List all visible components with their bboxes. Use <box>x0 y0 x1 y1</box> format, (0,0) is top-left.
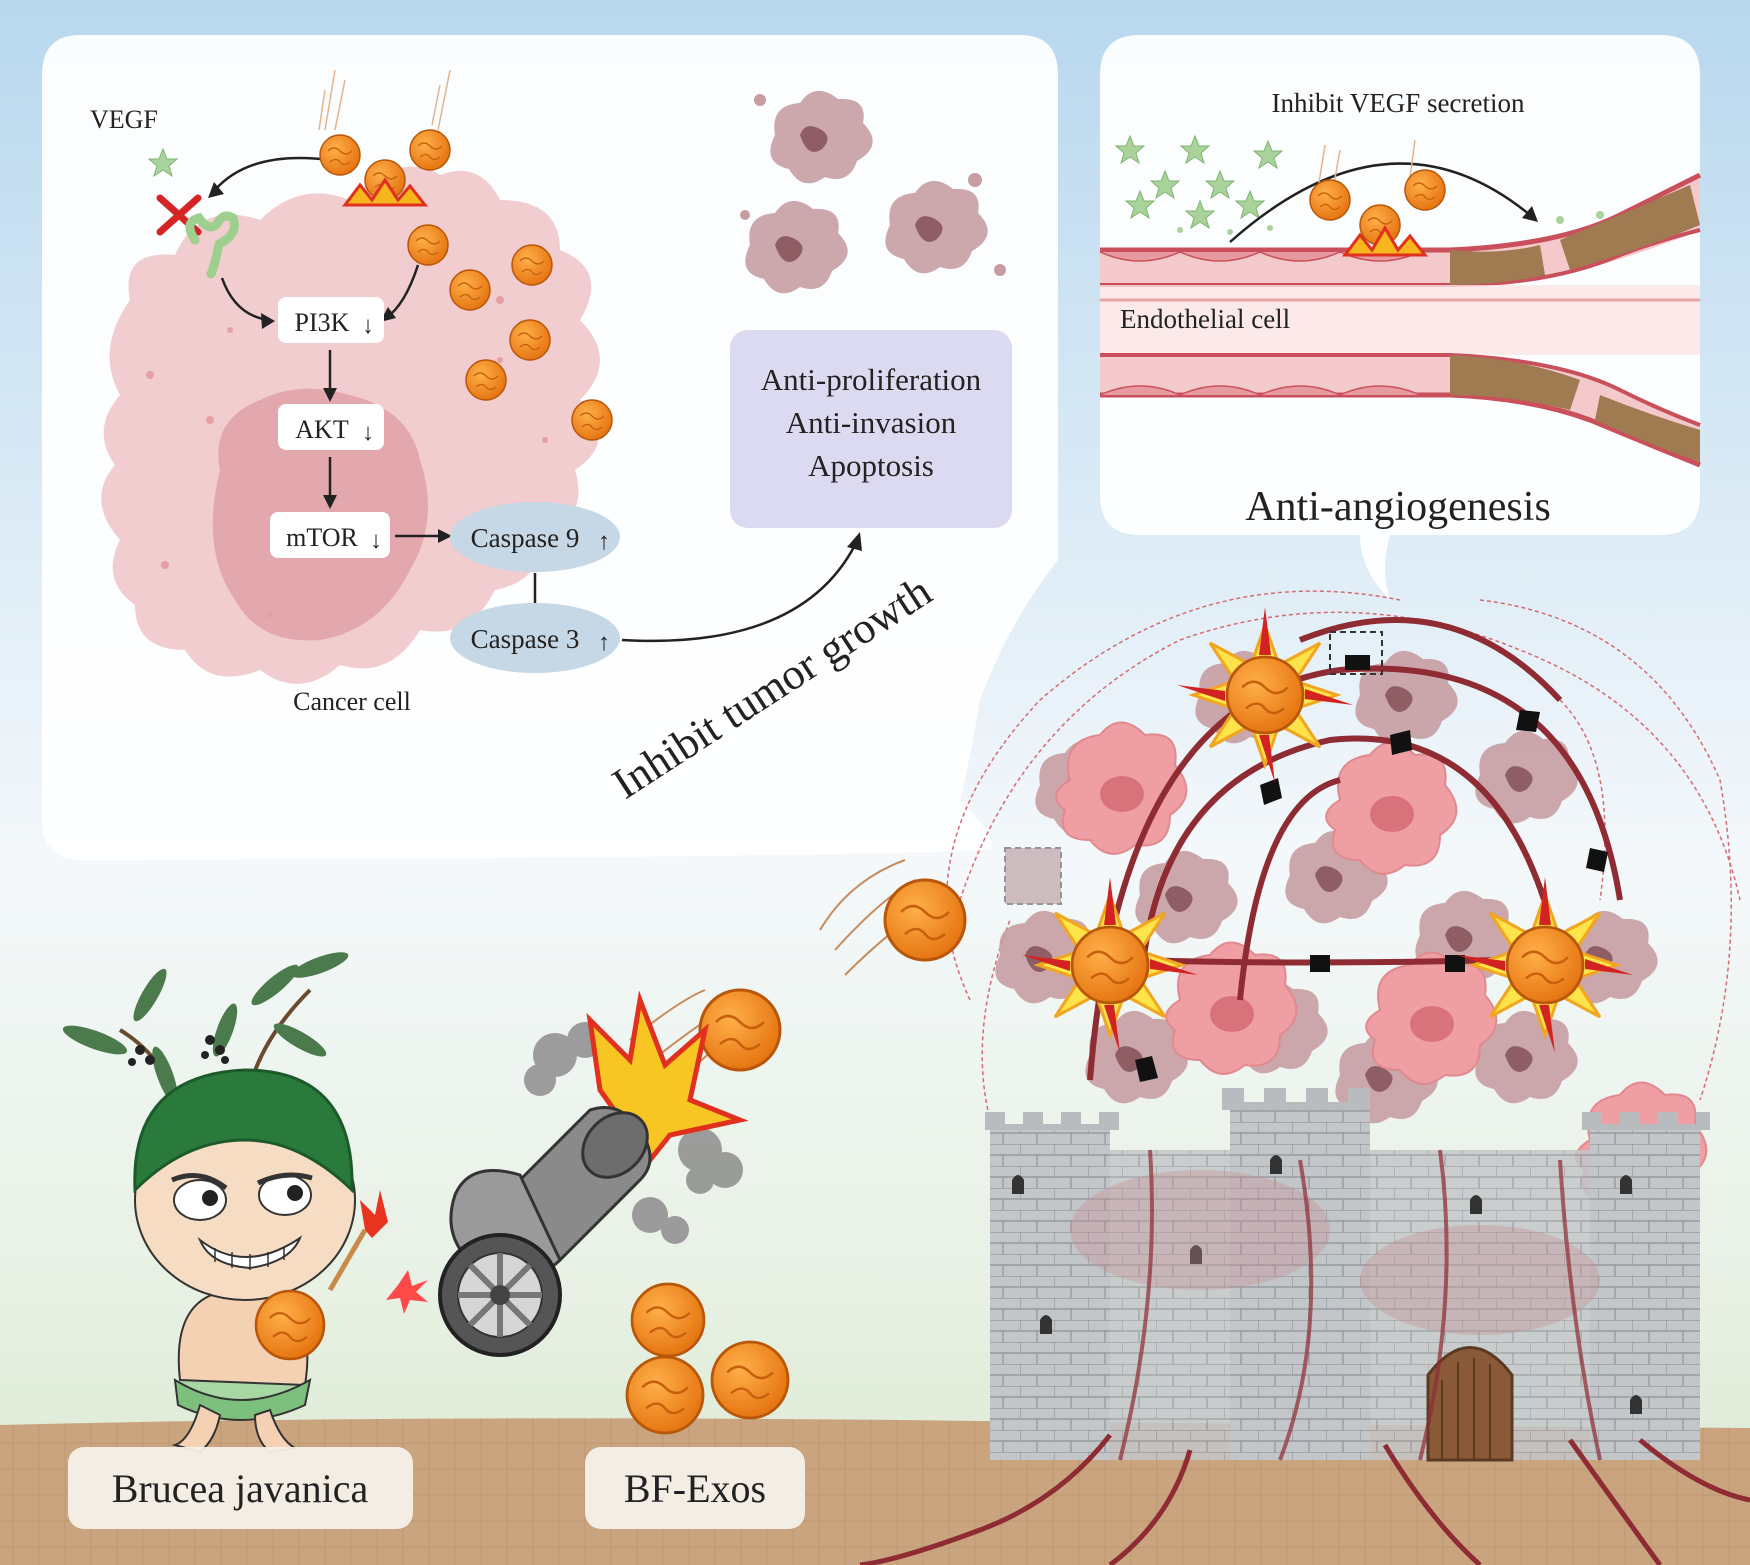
brucea-javanica-label: Brucea javanica <box>112 1466 369 1511</box>
helmet <box>133 1068 354 1194</box>
castle-icon <box>985 1088 1710 1462</box>
vessel-clots <box>1135 655 1608 1082</box>
endothelial-cell-label: Endothelial cell <box>1120 304 1290 334</box>
exosome-icon <box>319 134 361 176</box>
cancer-cell-label: Cancer cell <box>293 687 411 716</box>
cannon-icon <box>386 990 749 1357</box>
vegf-label: VEGF <box>90 105 158 134</box>
vessel-exosomes <box>1309 139 1446 257</box>
character-icon <box>62 952 388 1454</box>
tumor-vessels <box>1087 617 1623 1081</box>
left-panel: VEGF <box>42 35 1058 860</box>
caspase3-label: Caspase 3 <box>471 624 580 654</box>
outcome-anti-proliferation: Anti-proliferation <box>761 362 982 397</box>
plant-label-box: Brucea javanica <box>68 1447 413 1529</box>
outcome-box: Anti-proliferation Anti-invasion Apoptos… <box>730 330 1012 528</box>
receptor-icon <box>185 211 239 279</box>
akt-node: AKT ↓ <box>278 404 384 450</box>
akt-label: AKT <box>295 415 349 444</box>
falling-exosomes <box>318 69 451 207</box>
akt-down-arrow: ↓ <box>362 420 374 446</box>
arrow-vegf-arch <box>1229 162 1531 243</box>
pi3k-down-arrow: ↓ <box>362 313 374 339</box>
caspase3-node: Caspase 3 ↑ <box>450 603 620 673</box>
outcome-apoptosis: Apoptosis <box>808 448 934 483</box>
caspase3-up-arrow: ↑ <box>598 630 610 656</box>
dying-tumor-cluster <box>740 90 1006 294</box>
pi3k-label: PI3K <box>295 308 350 337</box>
cell-speckles <box>146 296 548 618</box>
dashed-box-tumor <box>1004 847 1062 905</box>
bf-exos-label: BF-Exos <box>624 1466 766 1511</box>
dashed-box-vessel <box>1329 631 1383 675</box>
vegf-stars <box>1115 135 1604 235</box>
tumor-castle <box>859 590 1750 1565</box>
blood-vessel <box>1099 172 1702 468</box>
outcome-anti-invasion: Anti-invasion <box>786 405 957 440</box>
caspase9-label: Caspase 9 <box>471 523 580 553</box>
arrow-to-outcomes <box>621 544 857 643</box>
arrow-exo-to-vegf <box>214 156 331 191</box>
caspase9-node: Caspase 9 ↑ <box>450 502 620 572</box>
pi3k-node: PI3K ↓ <box>278 297 384 343</box>
explosion-icon <box>342 177 429 207</box>
fuse-spark-icon <box>386 1270 428 1314</box>
exosome-label-box: BF-Exos <box>585 1447 805 1529</box>
caspase9-up-arrow: ↑ <box>598 529 610 555</box>
right-panel: Inhibit VEGF secretion <box>1099 35 1702 600</box>
anti-angiogenesis-title: Anti-angiogenesis <box>1245 484 1551 530</box>
mtor-node: mTOR ↓ <box>270 512 390 558</box>
mtor-label: mTOR <box>286 523 358 552</box>
mtor-down-arrow: ↓ <box>370 528 382 554</box>
exosome-icon <box>409 129 451 171</box>
inhibit-vegf-label: Inhibit VEGF secretion <box>1272 88 1525 118</box>
vessel-roots <box>859 1433 1750 1565</box>
